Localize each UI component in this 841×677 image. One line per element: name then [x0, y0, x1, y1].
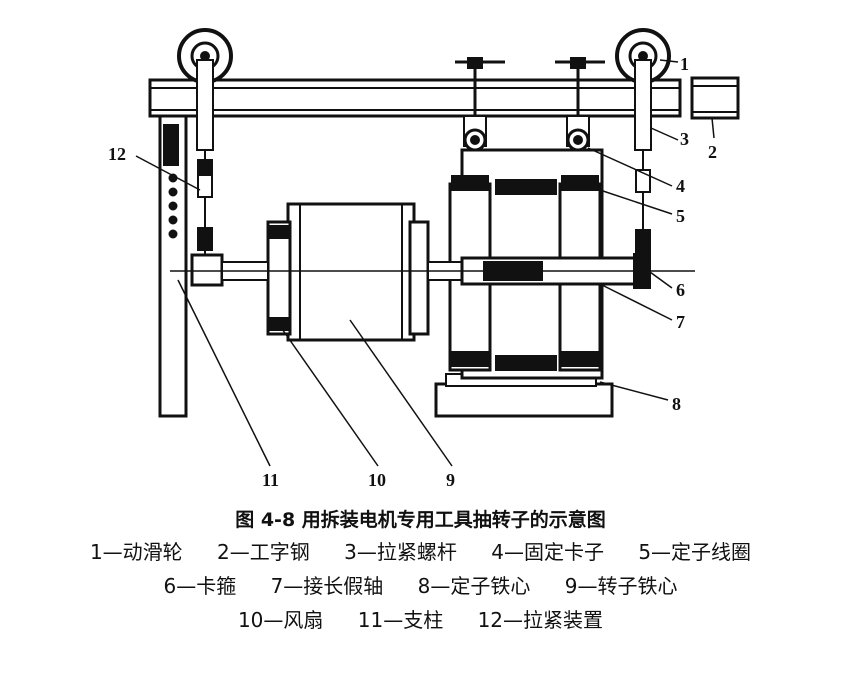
- legend-item: 6—卡箍: [163, 574, 237, 598]
- support-column: [158, 114, 188, 418]
- legend-item: 7—接长假轴: [270, 574, 384, 598]
- callout-7: 7: [676, 312, 685, 332]
- legend-item: 10—风扇: [237, 608, 324, 632]
- leader-lines: [135, 59, 715, 467]
- legend-item: 3—拉紧螺杆: [344, 540, 457, 564]
- tension-rod-right: [634, 59, 652, 260]
- legend-item: 5—定子线圈: [638, 540, 752, 564]
- legend-row-2: 6—卡箍 7—接长假轴 8—定子铁心 9—转子铁心: [0, 569, 841, 603]
- legend-item: 11—支柱: [357, 608, 444, 632]
- hoop: [633, 253, 651, 289]
- callout-6: 6: [676, 280, 685, 300]
- caption-title: 图 4-8 用拆装电机专用工具抽转子的示意图: [235, 509, 606, 531]
- legend-row-3: 10—风扇 11—支柱 12—拉紧装置: [0, 603, 841, 637]
- legend-row-1: 1—动滑轮 2—工字钢 3—拉紧螺杆 4—固定卡子 5—定子线圈: [0, 535, 841, 569]
- callout-3: 3: [680, 129, 689, 149]
- callout-1: 1: [680, 54, 689, 74]
- callout-5: 5: [676, 206, 685, 226]
- legend-item: 8—定子铁心: [417, 574, 531, 598]
- rotor-core: [286, 202, 416, 342]
- legend-item: 1—动滑轮: [89, 540, 183, 564]
- figure-caption: 图 4-8 用拆装电机专用工具抽转子的示意图 1—动滑轮 2—工字钢 3—拉紧螺…: [0, 505, 841, 637]
- callout-10: 10: [368, 470, 386, 490]
- callout-8: 8: [672, 394, 681, 414]
- tension-device: [190, 253, 224, 287]
- legend-item: 2—工字钢: [217, 540, 310, 564]
- callout-9: 9: [446, 470, 455, 490]
- callout-labels: 1 2 3 4 5 6 7 8 9 10 11 12: [108, 54, 717, 490]
- shaft: [170, 256, 695, 286]
- legend-item: 12—拉紧装置: [477, 608, 604, 632]
- i-beam: [148, 76, 740, 120]
- callout-4: 4: [676, 176, 685, 196]
- stator-base: [434, 373, 614, 418]
- callout-12: 12: [108, 144, 126, 164]
- callout-2: 2: [708, 142, 717, 162]
- legend-item: 9—转子铁心: [564, 574, 678, 598]
- legend-item: 4—固定卡子: [491, 540, 604, 564]
- callout-11: 11: [262, 470, 279, 490]
- rotor-extraction-diagram: 1 2 3 4 5 6 7 8 9 10 11 12: [108, 28, 740, 490]
- tension-rod-left: [196, 59, 214, 270]
